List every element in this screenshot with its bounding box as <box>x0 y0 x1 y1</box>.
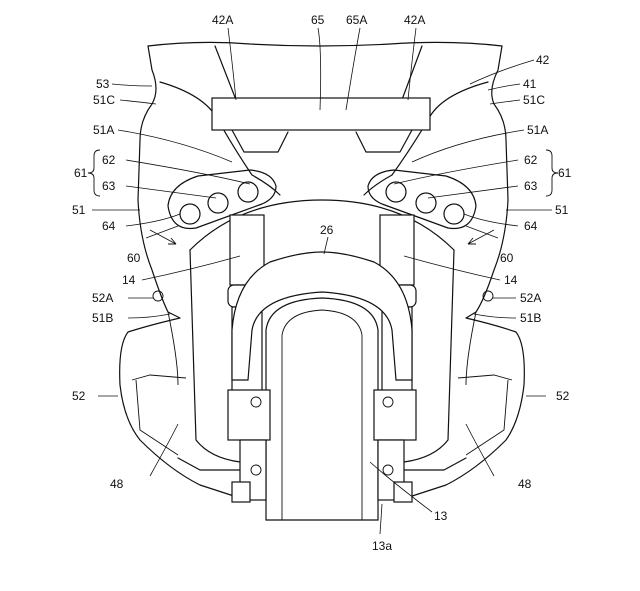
label-64-left: 64 <box>102 219 116 233</box>
brackets-61 <box>87 149 559 197</box>
label-42A-right: 42A <box>404 13 425 27</box>
label-51B-right: 51B <box>520 311 541 325</box>
leader-lines <box>92 27 552 535</box>
label-14-left: 14 <box>122 273 136 287</box>
label-52-right: 52 <box>556 389 570 403</box>
light-unit-left <box>167 169 277 230</box>
light-unit-right <box>367 169 477 230</box>
label-26: 26 <box>320 223 334 237</box>
arrows <box>149 229 495 245</box>
label-51C-left: 51C <box>93 93 115 107</box>
label-13a: 13a <box>372 539 392 553</box>
label-52-left: 52 <box>72 389 86 403</box>
reference-labels: 42A 65 65A 42A 42 41 53 51C 51C 51A 51A … <box>72 13 572 553</box>
label-65A: 65A <box>346 13 367 27</box>
label-48-left: 48 <box>110 477 124 491</box>
label-61-right: 61 <box>558 166 572 180</box>
label-60-left: 60 <box>127 251 141 265</box>
body-outline <box>119 41 525 499</box>
label-52A-left: 52A <box>92 291 113 305</box>
label-51A-left: 51A <box>93 123 114 137</box>
label-60-right: 60 <box>500 251 514 265</box>
front-wheel <box>265 297 379 521</box>
label-62-right: 62 <box>524 153 538 167</box>
label-42A-left: 42A <box>212 13 233 27</box>
brake-calipers <box>227 389 417 503</box>
label-48-right: 48 <box>518 477 532 491</box>
label-51A-right: 51A <box>527 123 548 137</box>
label-14-right: 14 <box>504 273 518 287</box>
label-61-left: 61 <box>74 166 88 180</box>
label-63-right: 63 <box>524 179 538 193</box>
label-52A-right: 52A <box>520 291 541 305</box>
label-13: 13 <box>434 509 448 523</box>
label-51-right: 51 <box>555 203 569 217</box>
label-51B-left: 51B <box>92 311 113 325</box>
label-42: 42 <box>536 53 550 67</box>
label-51-left: 51 <box>72 203 86 217</box>
label-63-left: 63 <box>102 179 116 193</box>
label-53: 53 <box>96 77 110 91</box>
label-41: 41 <box>523 77 537 91</box>
label-64-right: 64 <box>524 219 538 233</box>
label-65: 65 <box>311 13 325 27</box>
label-62-left: 62 <box>102 153 116 167</box>
label-51C-right: 51C <box>523 93 545 107</box>
front-fender <box>231 251 413 381</box>
